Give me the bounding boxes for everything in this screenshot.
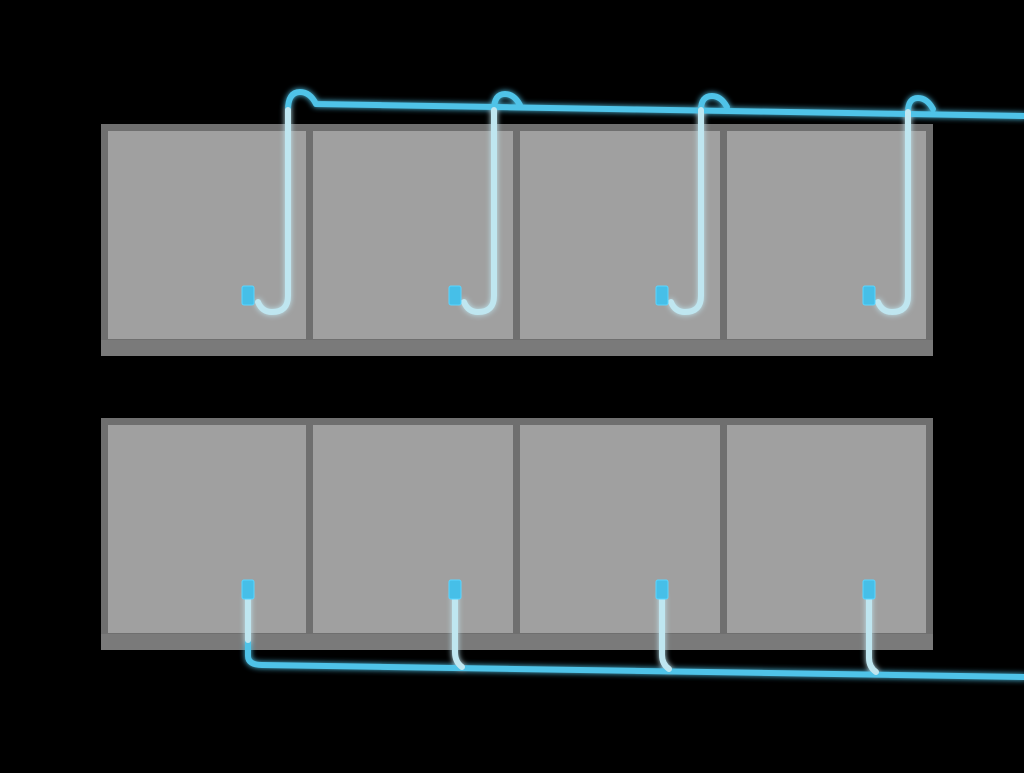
lower-panel-1	[108, 425, 306, 633]
lower-panel-4	[727, 425, 926, 633]
upper-panel-row	[101, 124, 933, 356]
upper-panel-2	[313, 131, 513, 339]
lower-panel-2	[313, 425, 513, 633]
lower-drop-pipe-2	[452, 593, 465, 670]
lower-panel-row	[101, 418, 933, 650]
lower-drop-pipe-3	[659, 593, 672, 672]
pipe-fitting-icon	[448, 579, 462, 600]
upper-branch-pipe-4	[905, 95, 936, 115]
lower-main-pipe	[245, 637, 1024, 680]
upper-branch-pipe-2	[491, 91, 523, 113]
lower-drop-pipe-4	[866, 593, 879, 675]
lower-pipe-network	[245, 593, 1024, 680]
upper-branch-pipe-3	[698, 93, 730, 113]
upper-drop-pipe-4	[875, 109, 911, 315]
pipe-fitting-icon	[241, 285, 255, 306]
pipe-fitting-icon	[655, 285, 669, 306]
lower-panel-3	[520, 425, 720, 633]
upper-main-pipe	[285, 89, 1024, 119]
fittings	[241, 285, 876, 600]
pipe-fitting-icon	[862, 579, 876, 600]
pipe-fitting-icon	[862, 285, 876, 306]
upper-drop-pipe-2	[461, 107, 497, 315]
upper-panel-4	[727, 131, 926, 339]
pipe-fitting-icon	[241, 579, 255, 600]
upper-panel-1	[108, 131, 306, 339]
pipe-fitting-icon	[655, 579, 669, 600]
upper-drop-pipe-1	[255, 107, 291, 315]
upper-panel-3	[520, 131, 720, 339]
upper-pipe-network	[255, 89, 1024, 315]
pipe-fitting-icon	[448, 285, 462, 306]
lower-frame-base	[101, 634, 933, 650]
upper-drop-pipe-3	[668, 107, 704, 315]
upper-frame-base	[101, 340, 933, 356]
